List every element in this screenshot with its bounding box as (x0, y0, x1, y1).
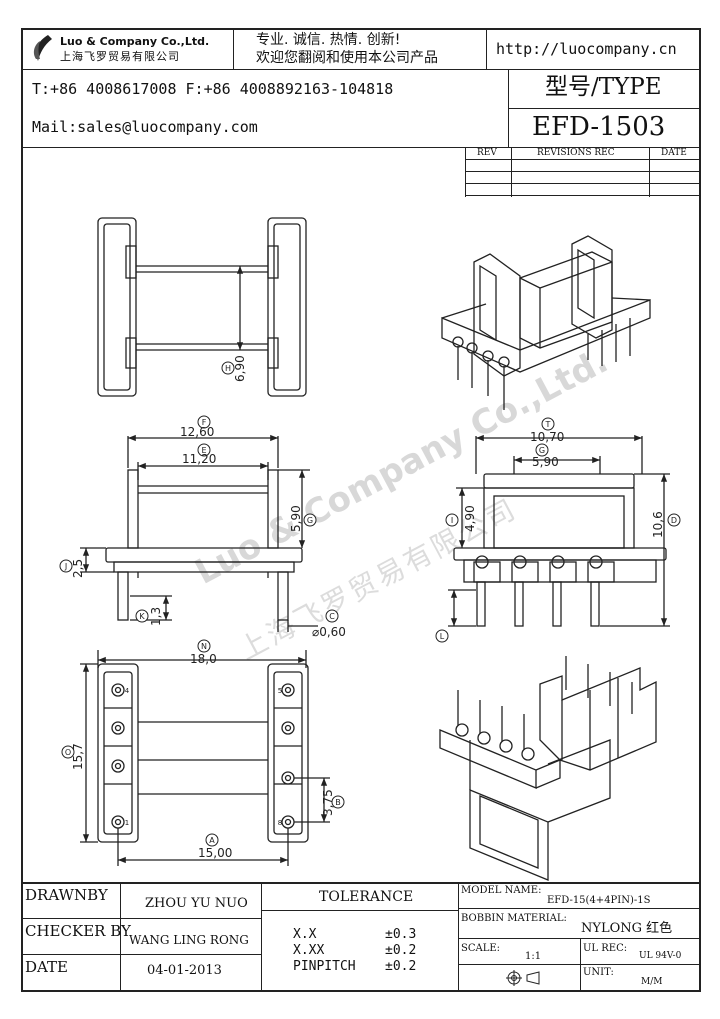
slogan-line-1: 专业. 诚信. 热情. 创新! (256, 32, 401, 48)
dim-bottom-overall-width: 18,0 (190, 652, 217, 666)
company-name-en: Luo & Company Co.,Ltd. (60, 35, 210, 48)
dim-right-overall-width: 10,70 (530, 430, 564, 444)
callout-g-front: G (307, 516, 313, 525)
tolerance-2-value: ±0.2 (385, 943, 417, 958)
header-vline-2 (486, 28, 487, 69)
dim-front-inner-width: 11,20 (182, 452, 216, 466)
company-name-cn: 上海飞罗贸易有限公司 (60, 50, 180, 63)
right-view (448, 434, 670, 627)
scale-value: 1:1 (525, 951, 542, 962)
dim-pin-length: 1,3 (149, 607, 163, 626)
tolerance-1-key: X.X (293, 927, 317, 942)
slogan-line-2: 欢迎您翻阅和使用本公司产品 (256, 50, 438, 66)
dim-right-height: 4,90 (463, 505, 477, 532)
isometric-view-top (441, 235, 651, 410)
header-vline-1 (233, 28, 234, 69)
rev-date-col-header: DATE (661, 148, 687, 158)
dim-front-base-height: 2,5 (71, 559, 85, 578)
pin-label-4: 4 (125, 687, 130, 695)
header-divider (21, 69, 701, 70)
date-value: 04-01-2013 (147, 963, 222, 978)
callout-c: C (329, 612, 335, 621)
mail-address[interactable]: Mail:sales@luocompany.com (32, 118, 258, 136)
callout-n: N (201, 642, 207, 651)
drawing-frame (21, 28, 701, 992)
dim-right-total-height: 10,6 (651, 511, 665, 538)
drawnby-value: ZHOU YU NUO (145, 896, 248, 911)
callout-o: O (65, 748, 71, 757)
checker-value: WANG LING RONG (129, 933, 249, 947)
pin-label-1: 1 (125, 819, 129, 827)
model-name-label: MODEL NAME: (461, 885, 542, 896)
pin-label-5: 5 (278, 687, 282, 695)
tolerance-1-value: ±0.3 (385, 927, 417, 942)
dim-pin-diameter: ⌀0,60 (312, 625, 346, 639)
callout-h: H (225, 364, 231, 373)
dim-right-inner-width: 5,90 (532, 455, 559, 469)
front-view (80, 434, 318, 632)
phone-fax: T:+86 4008617008 F:+86 4008892163-104818 (32, 80, 394, 98)
callout-g-right: G (539, 446, 545, 455)
scale-label: SCALE: (461, 943, 501, 954)
rev-rec-col-header: REVISIONS REC (537, 148, 615, 158)
bobbin-material-value: NYLONG 红色 (581, 921, 673, 936)
bottom-view (80, 650, 330, 866)
checker-label: CHECKER BY (25, 922, 131, 940)
tolerance-3-key: PINPITCH (293, 959, 356, 974)
callout-e: E (201, 446, 206, 455)
date-label: DATE (25, 958, 68, 976)
company-logo (30, 33, 56, 63)
type-label: 型号/TYPE (545, 74, 662, 100)
callout-letters: H F E G J K C T G I D L N O B A (64, 364, 677, 845)
pin-label-8: 8 (278, 819, 282, 827)
dimension-values: 6,90 12,60 11,20 5,90 2,5 1,3 ⌀0,60 10,7… (71, 355, 665, 860)
dim-bottom-pin-span: 15,00 (198, 846, 232, 860)
model-name-value: EFD-15(4+4PIN)-1S (547, 895, 651, 906)
tolerance-3-value: ±0.2 (385, 959, 417, 974)
model-number: EFD-1503 (532, 112, 666, 142)
side-view (97, 217, 307, 397)
callout-b: B (335, 798, 341, 807)
header-bottom-line (21, 147, 701, 148)
dim-bottom-pitch: 3,75 (321, 789, 335, 816)
title-block: DRAWNBY ZHOU YU NUO CHECKER BY WANG LING… (21, 882, 701, 992)
callout-a: A (209, 836, 215, 845)
dim-front-height: 5,90 (289, 505, 303, 532)
callout-d: D (671, 516, 677, 525)
tolerance-2-key: X.XX (293, 943, 325, 958)
rev-col-header: REV (477, 148, 497, 158)
projection-symbol-icon (505, 970, 545, 986)
dim-side-inner-height: 6,90 (233, 355, 247, 382)
drawnby-label: DRAWNBY (25, 886, 108, 904)
pin-numbers: 4 1 5 8 (125, 687, 282, 827)
dim-bottom-height: 15,7 (71, 743, 85, 770)
type-divider (508, 108, 701, 109)
callout-l: L (440, 632, 445, 641)
unit-label: UNIT: (583, 967, 614, 978)
callout-j: J (64, 562, 67, 571)
dim-front-overall-width: 12,60 (180, 425, 214, 439)
ul-rec-label: UL REC: (583, 943, 628, 954)
callout-k: K (139, 612, 145, 621)
callout-t: T (545, 420, 551, 429)
unit-value: M/M (641, 977, 663, 987)
callout-f: F (202, 418, 207, 427)
company-url[interactable]: http://luocompany.cn (496, 40, 677, 58)
ul-rec-value: UL 94V-0 (639, 951, 682, 961)
revisions-table: REV REVISIONS REC DATE (465, 147, 701, 197)
isometric-view-bottom (439, 656, 657, 881)
bobbin-material-label: BOBBIN MATERIAL: (461, 913, 567, 924)
callout-i: I (451, 516, 453, 525)
tolerance-label: TOLERANCE (319, 889, 414, 905)
callout-circles (59, 361, 681, 847)
